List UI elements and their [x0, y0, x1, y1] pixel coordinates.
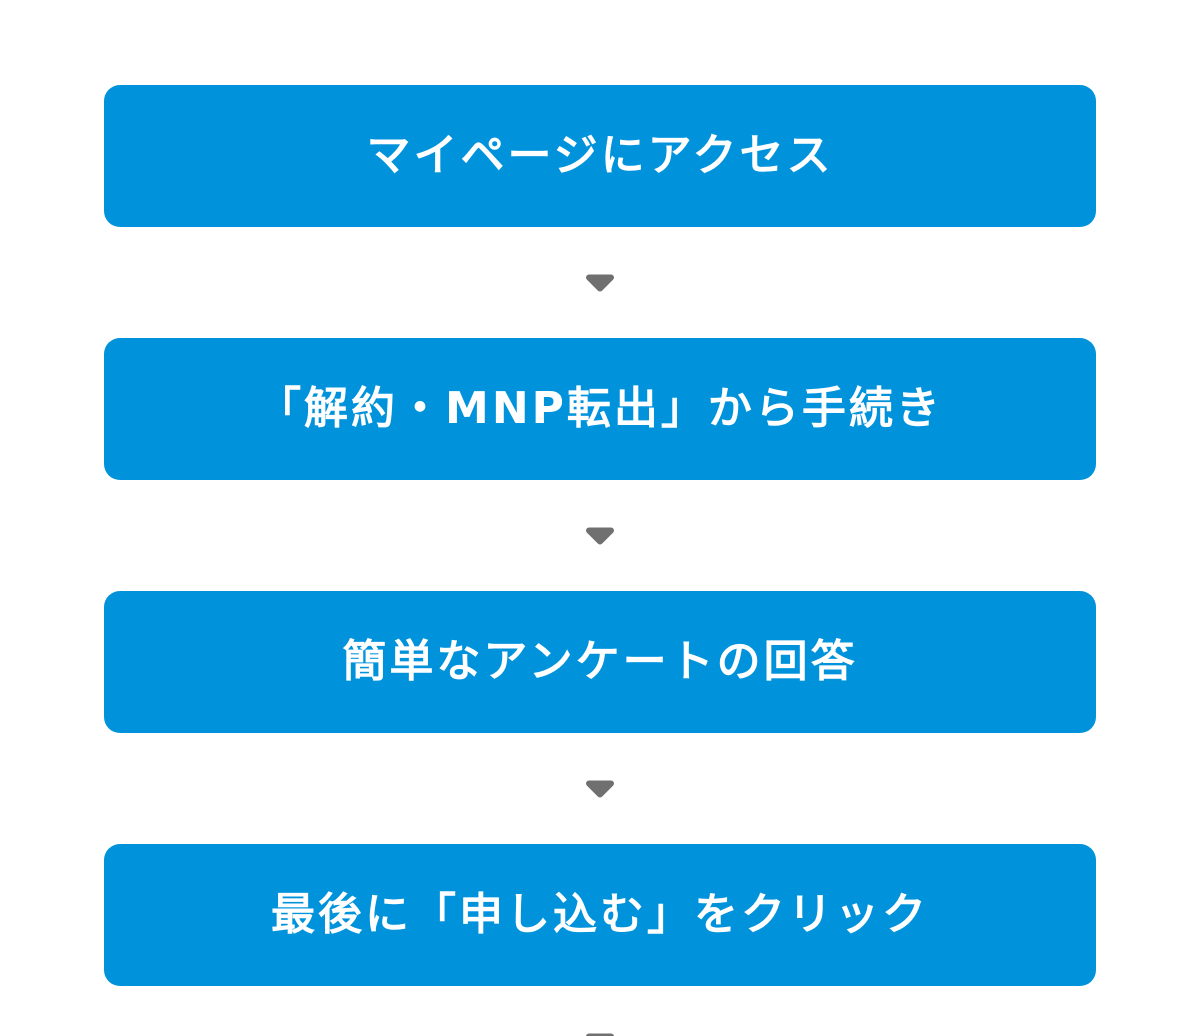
step-4-label: 最後に「申し込む」をクリック — [271, 889, 929, 940]
flow-step-4: 最後に「申し込む」をクリック — [104, 844, 1096, 986]
down-arrow-icon-partial — [586, 1033, 614, 1036]
flow-step-2: 「解約・MNP転出」から手続き — [104, 338, 1096, 480]
down-arrow-icon — [586, 780, 614, 798]
step-3-label: 簡単なアンケートの回答 — [342, 636, 858, 687]
step-1-label: マイページにアクセス — [366, 130, 834, 181]
step-2-label: 「解約・MNP転出」から手続き — [257, 383, 943, 434]
flow-step-1: マイページにアクセス — [104, 85, 1096, 227]
flow-step-3: 簡単なアンケートの回答 — [104, 591, 1096, 733]
down-arrow-icon — [586, 527, 614, 545]
down-arrow-icon — [586, 274, 614, 292]
